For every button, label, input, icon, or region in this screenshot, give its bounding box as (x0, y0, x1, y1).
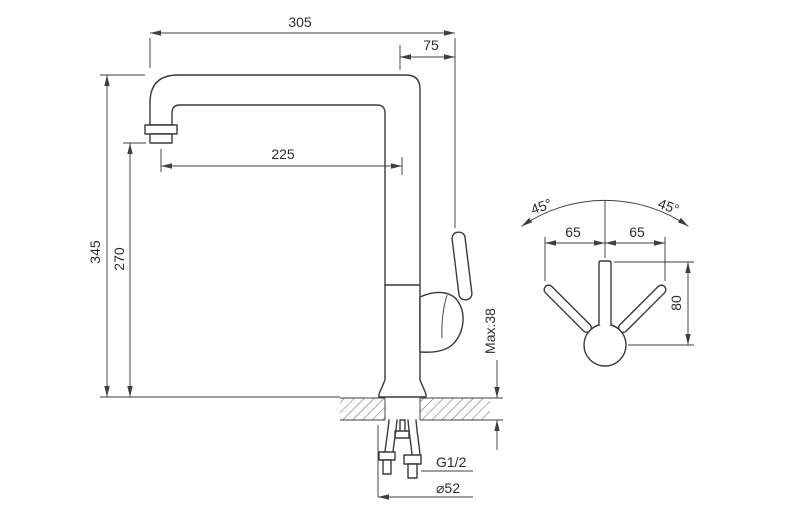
label-thread: G1/2 (421, 454, 473, 472)
swing-angle-left-label: 45° (529, 195, 554, 217)
thread-label: G1/2 (436, 454, 467, 470)
supply-hoses (378, 419, 422, 479)
handle-joint-line (441, 294, 448, 339)
fitting-left-nipple (382, 459, 392, 475)
hose-right (407, 419, 421, 456)
swing-offset-right-label: 65 (629, 224, 645, 240)
swing-body-circle (583, 323, 627, 367)
fitting-right-nipple (407, 463, 418, 479)
ext-lines-80 (614, 261, 694, 346)
dimension-75: 75 (399, 37, 455, 70)
faucet-body-outline (149, 74, 427, 398)
front-view: 305 75 225 345 270 (87, 14, 503, 500)
mounting-nut (394, 430, 410, 439)
ext-lines-345 (100, 74, 340, 398)
ext-lines-305 (149, 38, 456, 228)
dimension-max38: Max.38 (482, 308, 503, 450)
dim-total-width-label: 305 (288, 14, 312, 30)
countertop-section (340, 397, 490, 421)
nozzle-collar (144, 124, 178, 135)
dimension-80: 80 (614, 261, 694, 346)
dim-spout-reach-label: 225 (271, 146, 295, 162)
swing-lever-left (543, 284, 593, 334)
handle-housing (419, 291, 464, 353)
dimension-225: 225 (160, 146, 403, 175)
base-diameter-label: ⌀52 (436, 480, 460, 496)
dim-outlet-height-label: 270 (111, 247, 127, 271)
countertop-borders (340, 397, 490, 421)
nozzle-aerator (149, 133, 173, 144)
dimension-65-65: 65 65 (544, 224, 666, 281)
handle-lever (451, 231, 473, 301)
handle-swing-view: 45° 45° 65 65 80 (521, 195, 694, 367)
countertop-hatch-right (420, 398, 490, 420)
ext-lines-max38 (490, 397, 503, 421)
dim-total-height-label: 345 (87, 240, 103, 264)
dim-deck-thickness-label: Max.38 (482, 308, 498, 354)
dimension-270: 270 (111, 142, 146, 397)
swing-angle-right-label: 45° (656, 195, 681, 217)
swing-lever-right (617, 284, 667, 334)
label-base-diameter: ⌀52 (377, 425, 473, 500)
fitting-left-nut (378, 451, 396, 461)
dimension-305: 305 (149, 14, 456, 228)
dim-handle-offset-label: 75 (423, 37, 439, 53)
hose-left (384, 419, 398, 453)
dimension-345: 345 (87, 74, 340, 398)
countertop-hatch-left (340, 398, 385, 420)
swing-pipe (598, 260, 612, 325)
swing-height-label: 80 (668, 295, 684, 311)
swing-offset-left-label: 65 (565, 224, 581, 240)
fitting-right-nut (403, 454, 422, 465)
